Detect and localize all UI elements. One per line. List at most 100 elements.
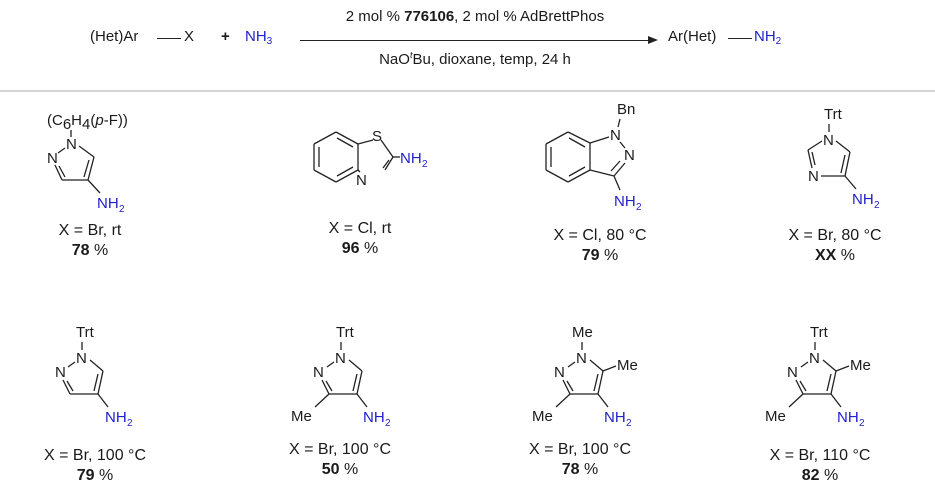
svg-text:N: N [610, 127, 621, 144]
svg-text:Trt: Trt [336, 324, 355, 341]
svg-text:N: N [809, 350, 820, 367]
svg-text:2: 2 [127, 418, 133, 429]
svg-text:NH: NH [837, 409, 859, 426]
yield-unit: % [819, 467, 839, 484]
entry-condition: X = Br, 110 °C [769, 447, 871, 464]
svg-text:N: N [554, 364, 565, 381]
entry-4-label: X = Br, 80 °C XX % [760, 226, 910, 266]
svg-text:NH: NH [400, 150, 422, 167]
entry-yield: 82 [801, 467, 820, 484]
entry-yield: 79 [76, 467, 95, 484]
base-suffix: Bu, dioxane, temp, 24 h [412, 51, 571, 68]
svg-text:S: S [372, 128, 382, 145]
yield-unit: % [599, 247, 619, 264]
plus-sign: + [221, 28, 230, 45]
svg-text:NH: NH [604, 409, 626, 426]
entry-yield: 79 [581, 247, 600, 264]
svg-text:2: 2 [859, 418, 865, 429]
base-sup: t [409, 50, 413, 60]
ammonia: NH3 [245, 28, 272, 47]
yield-unit: % [579, 461, 599, 478]
svg-text:2: 2 [626, 418, 632, 429]
svg-text:Me: Me [617, 357, 638, 374]
svg-text:NH: NH [614, 193, 636, 210]
arrow-head-icon [648, 36, 658, 44]
entry-yield: 96 [341, 240, 360, 257]
reaction-arrow [300, 40, 650, 41]
svg-text:2: 2 [874, 200, 880, 211]
svg-text:N: N [55, 364, 66, 381]
entry-yield: 78 [71, 242, 90, 259]
entry-condition: X = Br, 100 °C [43, 447, 146, 464]
yield-unit: % [359, 240, 379, 257]
product-nh: NH [754, 28, 776, 45]
product-sub: 2 [775, 36, 782, 47]
entry-3-label: X = Cl, 80 °C 79 % [525, 226, 675, 266]
svg-text:N: N [576, 350, 587, 367]
svg-text:2: 2 [422, 159, 428, 170]
entry-condition: X = Br, 100 °C [528, 441, 631, 458]
structure-6: Trt N N Me NH 2 [291, 324, 391, 429]
structure-2: S N NH 2 [313, 128, 428, 189]
catalyst-id: 776106 [404, 8, 455, 25]
entry-7-label: X = Br, 100 °C 78 % [500, 440, 660, 480]
cond-suffix: , 2 mol % AdBrettPhos [454, 8, 605, 25]
entry-2-label: X = Cl, rt 96 % [290, 219, 430, 259]
product-amine: NH2 [754, 28, 781, 47]
entry-condition: X = Cl, 80 °C [553, 227, 647, 244]
svg-text:N: N [313, 364, 324, 381]
svg-text:Me: Me [572, 324, 593, 341]
reactant-label: (Het)Ar [90, 28, 139, 45]
svg-text:Me: Me [291, 408, 312, 425]
reactant: (Het)Ar [90, 28, 138, 45]
svg-text:NH: NH [363, 409, 385, 426]
yield-unit: % [89, 242, 109, 259]
entry-yield: 78 [561, 461, 580, 478]
svg-text:N: N [66, 136, 77, 153]
svg-text:NH: NH [852, 191, 874, 208]
product-label: Ar(Het) [668, 28, 717, 45]
svg-text:2: 2 [385, 418, 391, 429]
svg-text:Trt: Trt [810, 324, 829, 341]
svg-text:N: N [76, 350, 87, 367]
svg-text:N: N [624, 147, 635, 164]
yield-unit: % [94, 467, 114, 484]
structure-5: Trt N N NH 2 [55, 324, 133, 429]
svg-text:Me: Me [850, 357, 871, 374]
yield-unit: % [339, 461, 359, 478]
svg-text:Me: Me [532, 408, 553, 425]
product-bond [728, 38, 752, 39]
entry-1-label: X = Br, rt 78 % [20, 221, 160, 261]
conditions-bottom: NaOtBu, dioxane, temp, 24 h [300, 50, 650, 68]
entry-yield: 50 [321, 461, 340, 478]
structure-1: (C6H4(p-F)) N N NH 2 [47, 112, 128, 215]
structure-4: Trt N N NH 2 [807, 106, 880, 211]
svg-text:Trt: Trt [824, 106, 843, 123]
entry-condition: X = Br, 100 °C [288, 441, 391, 458]
svg-text:NH: NH [105, 409, 127, 426]
structure-3: Bn N N NH 2 [545, 101, 642, 213]
entry-6-label: X = Br, 100 °C 50 % [260, 440, 420, 480]
ammonia-subscript: 3 [266, 36, 273, 47]
svg-text:Bn: Bn [617, 101, 635, 118]
svg-text:N: N [808, 168, 819, 185]
yield-unit: % [836, 247, 855, 264]
separator [0, 90, 935, 92]
entry-8-label: X = Br, 110 °C 82 % [740, 446, 900, 486]
svg-text:Trt: Trt [76, 324, 95, 341]
reactant-bond [157, 38, 181, 39]
ammonia-label: NH [245, 28, 267, 45]
entry-condition: X = Br, rt [58, 222, 122, 239]
svg-text:N: N [787, 364, 798, 381]
svg-text:(C6H4(p-F)): (C6H4(p-F)) [47, 112, 128, 133]
svg-text:N: N [335, 350, 346, 367]
structure-8: Trt N N Me Me NH 2 [765, 324, 871, 429]
svg-text:N: N [47, 150, 58, 167]
structure-7: Me N N Me Me NH 2 [532, 324, 638, 429]
svg-text:NH: NH [97, 195, 119, 212]
leaving-group: X [184, 28, 195, 45]
conditions-top: 2 mol % 776106, 2 mol % AdBrettPhos [300, 8, 650, 25]
svg-text:N: N [356, 172, 367, 189]
entry-condition: X = Cl, rt [328, 220, 392, 237]
